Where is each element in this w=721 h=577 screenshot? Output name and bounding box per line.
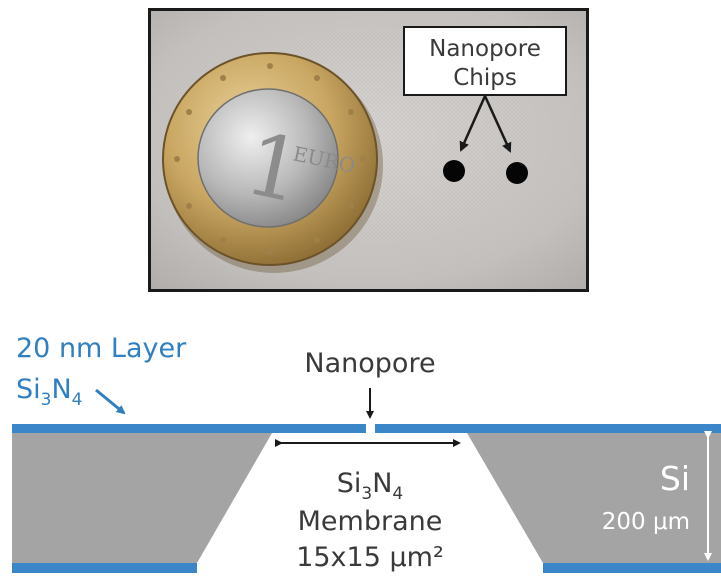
layer-pointer-arrow [95, 388, 126, 415]
top-nitride-layer-left [12, 424, 366, 433]
membrane-label: Membrane [298, 506, 443, 537]
substrate-label: Si [660, 459, 690, 498]
top-nitride-layer-right [375, 424, 721, 433]
callout-line-1: Nanopore [429, 36, 541, 62]
cross-section-schematic: 20 nm Layer Si3N4 Nanopore Si3N4 Membran… [12, 333, 721, 573]
photo-panel: 1 EURO Nanopore Chips [148, 8, 589, 292]
bottom-nitride-layer-right [543, 563, 721, 573]
coin-ring-stars [174, 63, 366, 255]
chips-callout-box [403, 26, 567, 96]
callout-line-2: Chips [453, 65, 517, 91]
coin-inner-disc [197, 88, 339, 228]
nanopore-chip-right [506, 162, 528, 184]
nanopore-chip-left [443, 160, 465, 182]
nanopore-label: Nanopore [304, 348, 435, 379]
layer-thickness-label: 20 nm Layer [16, 333, 187, 364]
substrate-thickness-label: 200 μm [602, 509, 690, 535]
membrane-material-label: Si3N4 [337, 468, 404, 504]
euro-coin: 1 EURO [162, 52, 383, 273]
layer-material-label: Si3N4 [16, 374, 83, 410]
callout-arrow-right [483, 95, 512, 153]
silicon-substrate [12, 433, 721, 563]
membrane-size-label: 15x15 μm² [296, 542, 444, 573]
bottom-nitride-layer-left [12, 563, 197, 573]
callout-arrow-left [459, 95, 487, 152]
